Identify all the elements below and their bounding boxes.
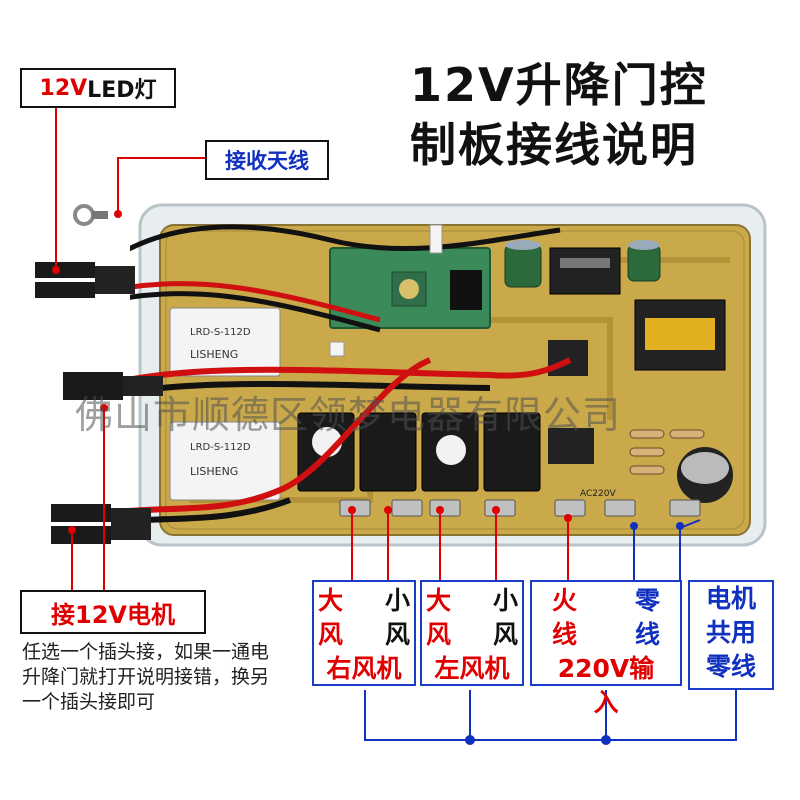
relay-icon: LRD-S-112D LISHENG xyxy=(169,307,281,377)
watermark: 佛山市顺德区领梦电器有限公司 xyxy=(75,393,622,437)
connector-plug-icon xyxy=(63,372,163,400)
transformer-icon xyxy=(634,299,726,371)
left-fan-name: 左风机 xyxy=(434,654,510,683)
power-input-terminal-group: 火零 线线 220V输入 xyxy=(530,580,682,717)
title-line-2: 制板接线说明 xyxy=(410,118,698,172)
common-neutral-terminal-group: 电机 共用 零线 xyxy=(688,580,774,690)
potentiometer-icon xyxy=(399,279,419,299)
relay-brand-text: LISHENG xyxy=(190,348,238,361)
svg-text:LRD-S-112D: LRD-S-112D xyxy=(190,442,251,453)
relay-model-text: LRD-S-112D xyxy=(190,327,251,338)
connector-plug-icon xyxy=(51,504,151,544)
right-fan-terminal-group: 大小 风风 右风机 xyxy=(312,580,416,686)
ring-terminal-icon xyxy=(73,204,108,226)
page-title: 12V升降门控 制板接线说明 xyxy=(410,55,790,175)
left-fan-terminal-group: 大小 风风 左风机 xyxy=(420,580,524,686)
right-fan-name: 右风机 xyxy=(326,654,402,683)
terminal-row xyxy=(339,499,701,517)
connector-plug-icon xyxy=(35,262,135,298)
svg-text:LISHENG: LISHENG xyxy=(190,465,238,478)
ac-label: AC220V xyxy=(580,489,616,499)
led-label-voltage: 12V xyxy=(39,75,88,101)
antenna-label: 接收天线 xyxy=(205,140,329,180)
power-input-name: 220V输入 xyxy=(557,654,655,717)
led-label-text: LED灯 xyxy=(87,78,157,103)
motor-label: 接12V电机 xyxy=(20,590,206,634)
instruction-note: 任选一个插头接，如果一通电升降门就打开说明接错，换另一个插头接即可 xyxy=(22,641,270,713)
capacitor-icon xyxy=(504,240,542,288)
circuit-board-illustration: LRD-S-112D LISHENG LRD-S-112D LISHENG AC… xyxy=(130,203,767,547)
title-line-1: 12V升降门控 xyxy=(410,58,708,112)
